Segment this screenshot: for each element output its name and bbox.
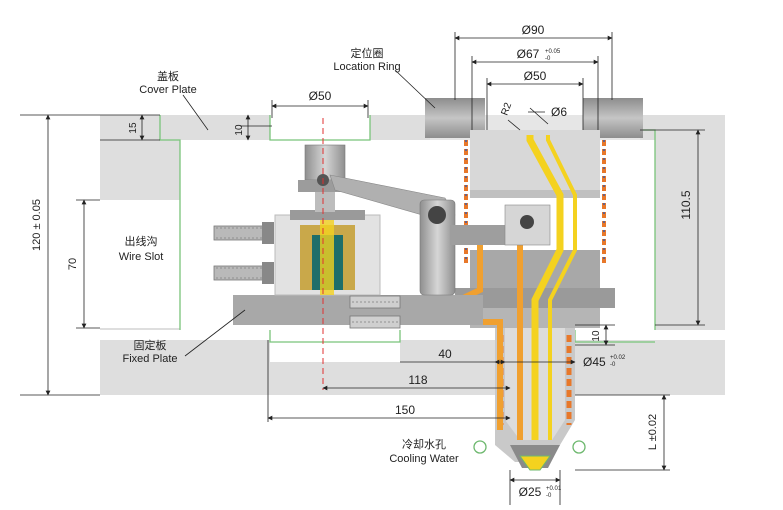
heater-cables <box>213 222 401 329</box>
cover-plate-label-cn: 盖板 <box>157 69 179 83</box>
dim-118: 118 <box>408 373 427 387</box>
dim-120: 120 ± 0.05 <box>31 199 43 251</box>
dim-r2: R2 <box>499 101 514 117</box>
dim-d50-left: Ø50 <box>309 89 332 103</box>
dim-d90: Ø90 <box>522 23 545 37</box>
component-labels: 盖板 Cover Plate 定位圈 Location Ring 出线沟 Wir… <box>119 46 459 465</box>
dim-d67-tol-lower: -0 <box>545 56 551 62</box>
wire-slot-label-cn: 出线沟 <box>125 234 158 248</box>
cover-plate-label-en: Cover Plate <box>139 84 196 96</box>
leader-lines <box>182 69 436 357</box>
dimension-labels: Ø90 Ø67 +0.05 -0 Ø50 R2 Ø6 Ø50 15 10 120… <box>31 23 693 499</box>
dim-d6: Ø6 <box>551 105 567 119</box>
actuator-base <box>233 210 483 325</box>
dimension-lines <box>20 32 705 505</box>
dim-d25-tol-lower: -0 <box>546 493 552 499</box>
dim-d50-top: Ø50 <box>524 69 547 83</box>
dim-l-tol: L ±0.02 <box>647 414 659 450</box>
dim-d25: Ø25 <box>519 485 542 499</box>
fixed-plate-label-en: Fixed Plate <box>122 353 177 365</box>
cooling-water-holes <box>473 440 586 454</box>
dim-10-top: 10 <box>234 124 245 136</box>
cooling-water-label-en: Cooling Water <box>389 453 459 465</box>
dim-150: 150 <box>395 403 415 417</box>
dim-d45-tol-upper: +0.02 <box>610 355 626 361</box>
dim-d45-tol-lower: -0 <box>610 362 616 368</box>
dim-d45: Ø45 <box>583 355 606 369</box>
dim-d67-tol-upper: +0.05 <box>545 49 561 55</box>
actuator-piston <box>298 144 551 296</box>
dim-d67: Ø67 <box>517 47 540 61</box>
wire-slot-opening <box>100 200 180 328</box>
wire-slot-label-en: Wire Slot <box>119 251 164 263</box>
fixed-plate <box>100 340 725 395</box>
dim-15: 15 <box>128 122 139 134</box>
dim-10-right: 10 <box>591 330 602 342</box>
dim-40: 40 <box>438 347 452 361</box>
dim-110-5: 110.5 <box>679 190 693 219</box>
dim-d25-tol-upper: +0.01 <box>546 486 562 492</box>
fixed-plate-label-cn: 固定板 <box>134 338 167 352</box>
location-ring-label-en: Location Ring <box>333 61 400 73</box>
cooling-water-label-cn: 冷却水孔 <box>402 438 446 451</box>
dim-70: 70 <box>67 258 79 270</box>
location-ring-label-cn: 定位圈 <box>351 46 384 60</box>
